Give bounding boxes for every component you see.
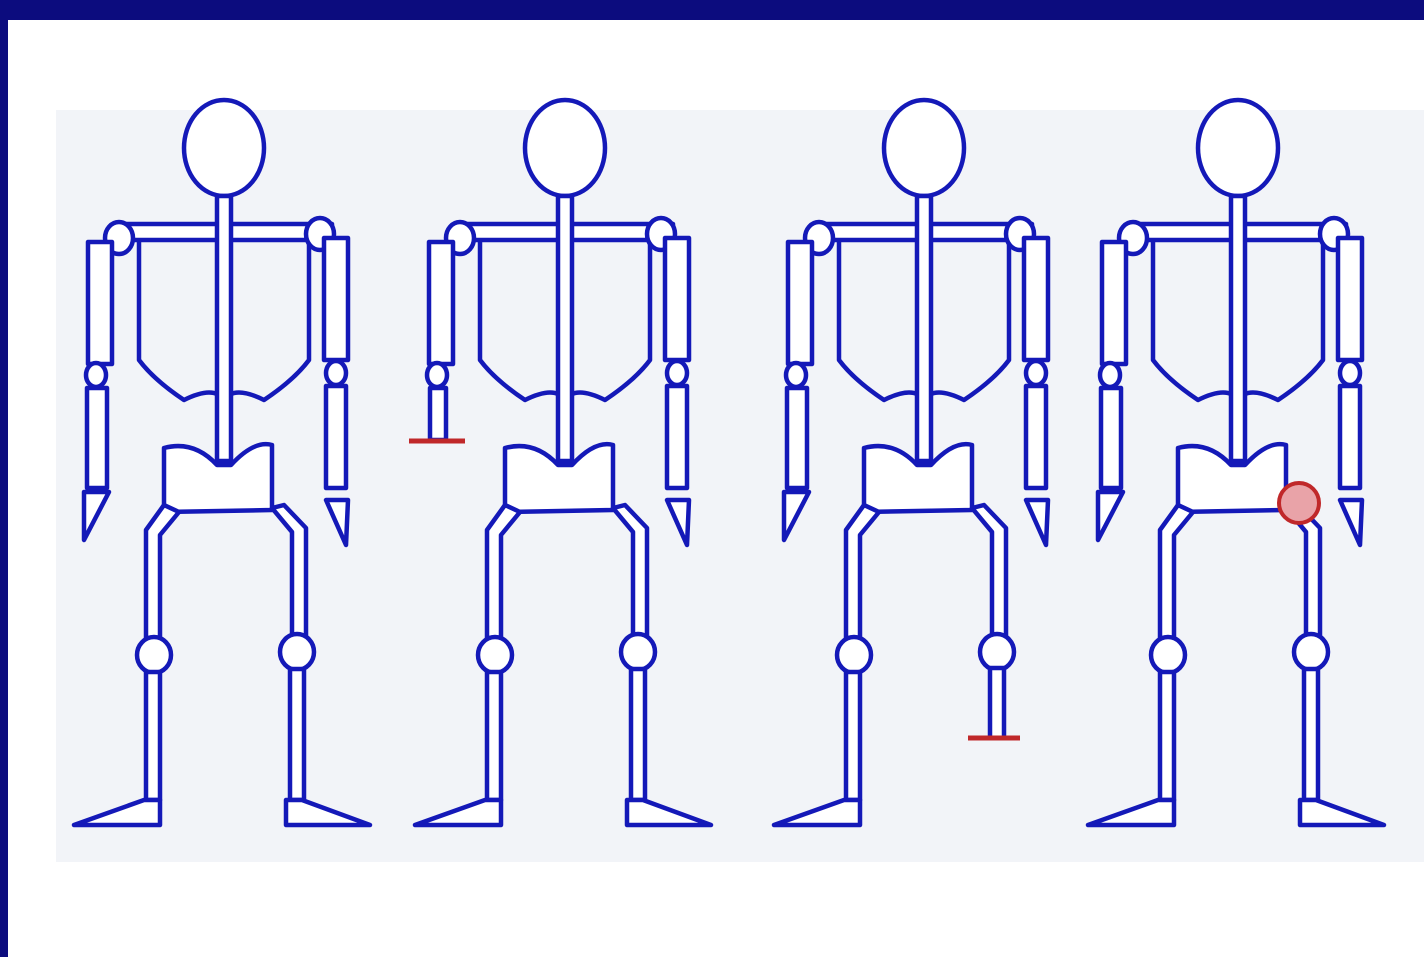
spine: [217, 196, 231, 461]
shin-right: [1160, 672, 1174, 800]
knee-joint-right: [478, 637, 512, 673]
shin-right: [846, 672, 860, 800]
thigh-left: [1286, 505, 1320, 636]
knee-joint-left: [1294, 634, 1328, 670]
hand-right: [784, 492, 809, 540]
forearm-right: [787, 388, 807, 488]
thigh-right: [487, 505, 520, 640]
foot-right: [1088, 800, 1174, 825]
knee-joint-right: [837, 637, 871, 673]
foot-left: [627, 800, 711, 825]
hand-left: [1026, 500, 1048, 545]
forearm-right: [87, 388, 107, 488]
shin-left-stump: [990, 668, 1004, 738]
knee-joint-left: [980, 634, 1014, 670]
knee-joint-left: [621, 634, 655, 670]
thigh-right: [146, 505, 179, 640]
upper-arm-left: [665, 238, 689, 360]
hip-joint-marker: [1279, 483, 1319, 523]
shin-left: [1304, 669, 1318, 800]
figure-forearm-amputation: [409, 100, 711, 825]
shin-left: [290, 669, 304, 800]
hand-right: [84, 492, 109, 540]
figure-hip-joint-marked: [1088, 100, 1384, 825]
elbow-joint-left: [1026, 361, 1046, 385]
thigh-left: [613, 505, 647, 636]
thigh-right: [1160, 505, 1193, 640]
shin-right: [487, 672, 501, 800]
forearm-left: [326, 386, 346, 488]
hand-left: [667, 500, 689, 545]
elbow-joint-right: [786, 363, 806, 387]
upper-arm-left: [1024, 238, 1048, 360]
elbow-joint-left: [1340, 361, 1360, 385]
spine: [558, 196, 572, 461]
hand-left: [326, 500, 348, 545]
figure-intact: [74, 100, 370, 825]
shin-right: [146, 672, 160, 800]
elbow-joint-left: [326, 361, 346, 385]
spine: [917, 196, 931, 461]
thigh-left: [272, 505, 306, 636]
upper-arm-right: [1102, 242, 1126, 364]
forearm-left: [667, 386, 687, 488]
thigh-right: [846, 505, 879, 640]
foot-right: [74, 800, 160, 825]
spine: [1231, 196, 1245, 461]
knee-joint-right: [137, 637, 171, 673]
foot-right: [415, 800, 501, 825]
upper-arm-left: [324, 238, 348, 360]
elbow-joint-right: [86, 363, 106, 387]
forearm-left: [1026, 386, 1046, 488]
upper-arm-right: [429, 242, 453, 364]
hand-right: [1098, 492, 1123, 540]
head: [884, 100, 964, 196]
foot-right: [774, 800, 860, 825]
head: [525, 100, 605, 196]
upper-arm-left: [1338, 238, 1362, 360]
forearm-right-stump: [430, 388, 446, 440]
foot-left: [286, 800, 370, 825]
forearm-right: [1101, 388, 1121, 488]
hand-left: [1340, 500, 1362, 545]
thigh-left: [972, 505, 1006, 636]
head: [184, 100, 264, 196]
figure-lower-leg-amputation: [774, 100, 1048, 825]
elbow-joint-left: [667, 361, 687, 385]
elbow-joint-right: [427, 363, 447, 387]
knee-joint-right: [1151, 637, 1185, 673]
head: [1198, 100, 1278, 196]
upper-arm-right: [788, 242, 812, 364]
shin-left: [631, 669, 645, 800]
knee-joint-left: [280, 634, 314, 670]
upper-arm-right: [88, 242, 112, 364]
forearm-left: [1340, 386, 1360, 488]
elbow-joint-right: [1100, 363, 1120, 387]
foot-left: [1300, 800, 1384, 825]
